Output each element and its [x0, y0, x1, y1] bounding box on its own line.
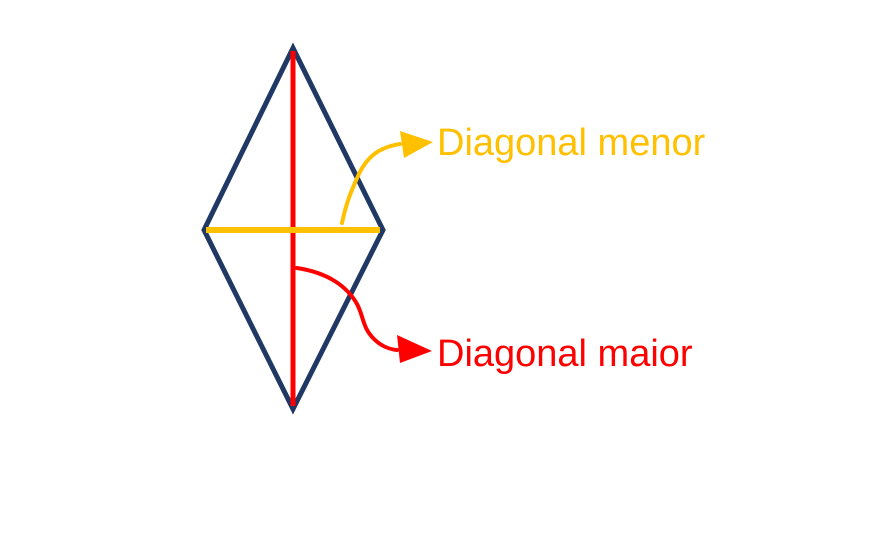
major-label-arrowhead-icon [397, 335, 432, 363]
minor-label-arrowhead-icon [400, 131, 433, 158]
major-diagonal-label: Diagonal maior [437, 333, 693, 375]
rhombus-outline [201, 42, 386, 415]
minor-diagonal-label: Diagonal menor [437, 122, 706, 164]
major-label-leader-curve [295, 266, 399, 352]
minor-label-leader-curve [340, 142, 402, 225]
